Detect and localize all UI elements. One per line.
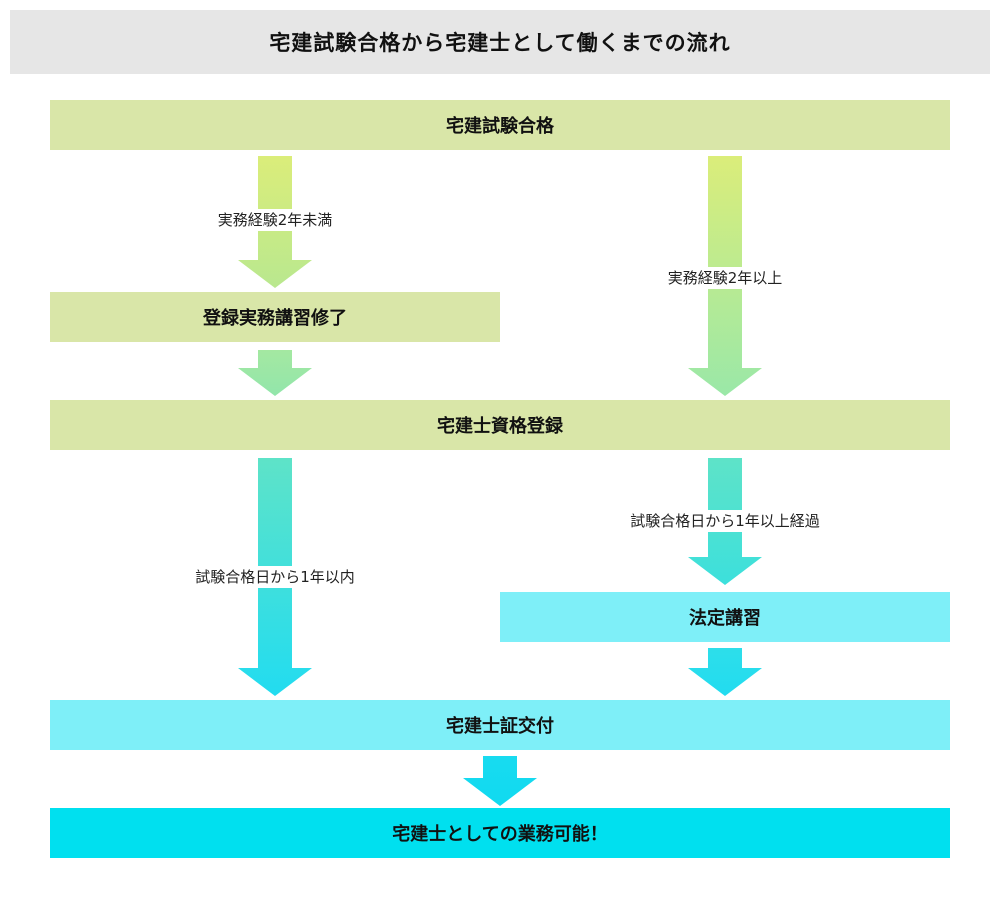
node-exam-pass: 宅建試験合格	[50, 100, 950, 150]
node-training-complete: 登録実務講習修了	[50, 292, 500, 342]
label-over-1y: 試験合格日から1年以上経過	[580, 510, 870, 532]
node-work-possible: 宅建士としての業務可能！	[50, 808, 950, 858]
label-experience-2y-plus: 実務経験2年以上	[615, 267, 835, 289]
arrow-center	[463, 756, 537, 806]
label-within-1y: 試験合格日から1年以内	[150, 566, 400, 588]
node-license-issue: 宅建士証交付	[50, 700, 950, 750]
node-registration: 宅建士資格登録	[50, 400, 950, 450]
arrow-left-2	[238, 350, 312, 396]
label-experience-under-2y: 実務経験2年未満	[165, 209, 385, 231]
page-title: 宅建試験合格から宅建士として働くまでの流れ	[10, 10, 990, 74]
node-legal-course: 法定講習	[500, 592, 950, 642]
arrow-right-4	[688, 648, 762, 696]
